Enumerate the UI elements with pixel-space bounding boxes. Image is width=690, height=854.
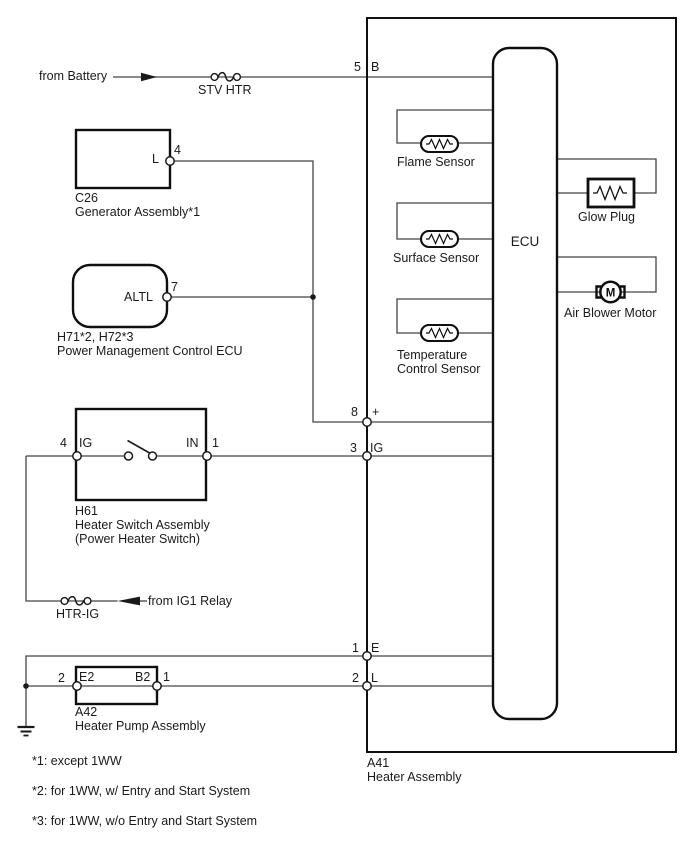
- assembly-pin-1-number: 1: [352, 641, 359, 655]
- wires: [25, 76, 657, 726]
- pump-pin-1-label: 1: [163, 670, 170, 684]
- switch-pin-ig-terminal: [72, 451, 82, 461]
- pm-ecu-pin-7-label: 7: [171, 280, 178, 294]
- htr-ig-fuse-icon: [60, 595, 92, 606]
- from-battery-label: from Battery: [39, 69, 108, 83]
- switch-pin-4-label: 4: [60, 436, 67, 450]
- temp-sensor-label-line1: Temperature: [397, 348, 468, 362]
- heater-switch-box: [74, 407, 208, 502]
- assembly-pin-ig-label: IG: [370, 441, 384, 455]
- junction-dot: [23, 683, 29, 689]
- assembly-pin-e-label: E: [371, 641, 380, 655]
- stv-htr-fuse-icon: [210, 71, 242, 82]
- arrow-right-icon: [141, 72, 157, 82]
- assembly-pin-5-number: 5: [354, 60, 361, 74]
- surface-sensor-icon: [419, 229, 460, 249]
- switch-pin-1-label: 1: [212, 436, 219, 450]
- assembly-pin-b-label: B: [371, 60, 380, 74]
- assembly-name: Heater Assembly: [367, 770, 462, 784]
- temp-sensor-label-line2: Control Sensor: [397, 362, 481, 376]
- flame-sensor-icon: [419, 134, 460, 154]
- motor-symbol-letter: M: [606, 288, 616, 300]
- pump-pin-b2-label: B2: [135, 670, 151, 684]
- surface-sensor-label: Surface Sensor: [393, 251, 480, 265]
- assembly-pin-1-terminal: [362, 651, 372, 661]
- assembly-pin-8-terminal: [362, 417, 372, 427]
- note-3: *3: for 1WW, w/o Entry and Start System: [32, 814, 258, 828]
- switch-code: H61: [75, 504, 98, 518]
- glow-plug-icon: [586, 177, 636, 209]
- assembly-pin-8-number: 8: [351, 405, 358, 419]
- assembly-pin-3-number: 3: [350, 441, 357, 455]
- ecu-box: [491, 46, 559, 721]
- assembly-pin-2-number: 2: [352, 671, 359, 685]
- air-blower-motor-label: Air Blower Motor: [564, 306, 657, 320]
- heater-assembly-box: [366, 17, 677, 753]
- assembly-pin-l-label: L: [371, 671, 378, 685]
- ecu-label: ECU: [510, 234, 540, 249]
- generator-pin-l-label: L: [152, 152, 159, 166]
- note-1: *1: except 1WW: [32, 754, 122, 768]
- pump-code: A42: [75, 705, 98, 719]
- stv-htr-fuse-label: STV HTR: [198, 83, 252, 97]
- switch-name-line1: Heater Switch Assembly: [75, 518, 210, 532]
- arrow-left-icon: [117, 596, 140, 606]
- flame-sensor-label: Flame Sensor: [397, 155, 475, 169]
- generator-pin-4-label: 4: [174, 143, 181, 157]
- glow-plug-label: Glow Plug: [578, 210, 635, 224]
- switch-pin-in-label: IN: [186, 436, 199, 450]
- pump-pin-e2-terminal: [72, 681, 82, 691]
- pm-ecu-pin-altl-terminal: [162, 292, 172, 302]
- from-ig1-relay-label: from IG1 Relay: [148, 594, 233, 608]
- generator-code: C26: [75, 191, 98, 205]
- generator-pin-l-terminal: [165, 156, 175, 166]
- pump-name: Heater Pump Assembly: [75, 719, 206, 733]
- generator-name: Generator Assembly*1: [75, 205, 201, 219]
- switch-pin-ig-label: IG: [79, 436, 93, 450]
- temp-sensor-icon: [419, 323, 460, 343]
- htr-ig-fuse-label: HTR-IG: [56, 607, 100, 621]
- pin-terminals: [72, 156, 372, 691]
- pm-ecu-codes: H71*2, H72*3: [57, 330, 134, 344]
- pm-ecu-name: Power Management Control ECU: [57, 344, 243, 358]
- assembly-code: A41: [367, 756, 390, 770]
- motor-icon: M: [595, 280, 626, 304]
- switch-pin-in-terminal: [202, 451, 212, 461]
- pump-pin-b2-terminal: [152, 681, 162, 691]
- ground-icon: [17, 725, 35, 737]
- switch-name-line2: (Power Heater Switch): [75, 532, 201, 546]
- note-2: *2: for 1WW, w/ Entry and Start System: [32, 784, 251, 798]
- assembly-pin-plus-label: +: [372, 405, 380, 419]
- junction-dot: [310, 294, 316, 300]
- assembly-pin-2-terminal: [362, 681, 372, 691]
- pm-ecu-pin-altl-label: ALTL: [124, 290, 153, 304]
- pump-pin-2-label: 2: [58, 671, 65, 685]
- assembly-pin-3-terminal: [362, 451, 372, 461]
- switch-icon: [123, 439, 158, 461]
- e-rail: [25, 655, 493, 726]
- generator-to-pin8-wire: [174, 160, 493, 423]
- pump-pin-e2-label: E2: [79, 670, 95, 684]
